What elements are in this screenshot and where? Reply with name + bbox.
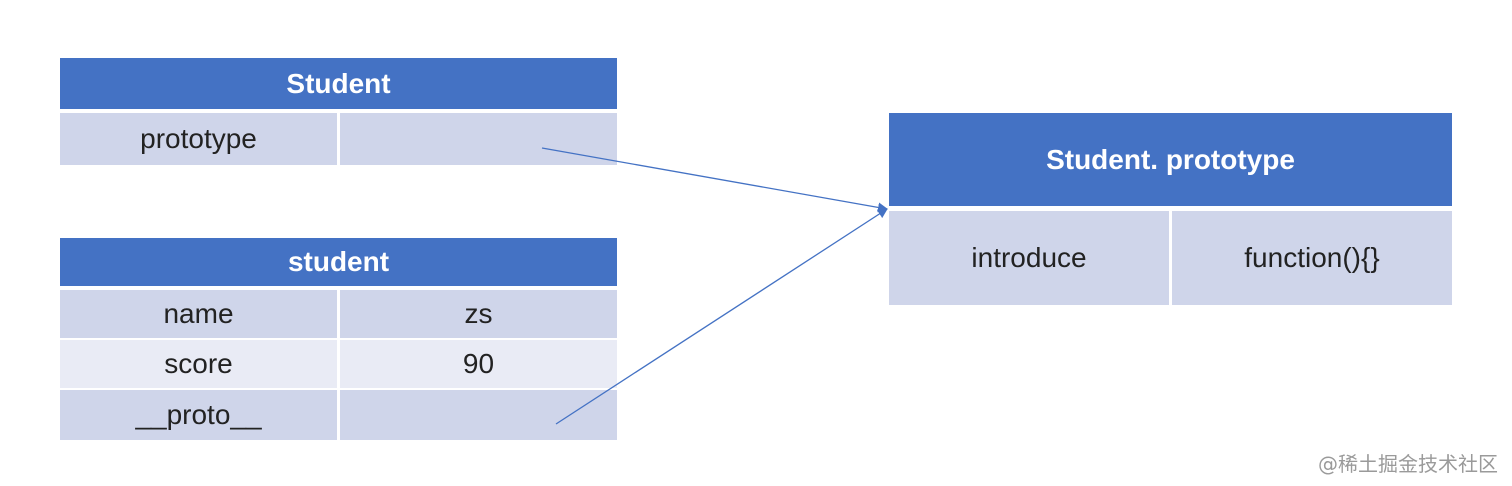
student-instance-proto-key: __proto__ xyxy=(60,390,337,440)
student-prototype-introduce-value: function(){} xyxy=(1172,211,1452,305)
student-constructor-table: Student prototype xyxy=(60,58,617,165)
student-constructor-prototype-key: prototype xyxy=(60,113,337,165)
student-constructor-title: Student xyxy=(60,58,617,109)
student-instance-title: student xyxy=(60,238,617,286)
student-prototype-introduce-key: introduce xyxy=(889,211,1169,305)
student-instance-score-key: score xyxy=(60,340,337,388)
watermark-text: @稀土掘金技术社区 xyxy=(1318,452,1498,476)
student-prototype-title: Student. prototype xyxy=(889,113,1452,206)
student-instance-score-value: 90 xyxy=(340,340,617,388)
prototype-arrow xyxy=(541,147,888,213)
student-instance-name-key: name xyxy=(60,290,337,338)
student-constructor-prototype-value xyxy=(340,113,617,165)
student-instance-table: student name zs score 90 __proto__ xyxy=(60,238,617,440)
student-instance-name-value: zs xyxy=(340,290,617,338)
student-prototype-table: Student. prototype introduce function(){… xyxy=(889,113,1452,305)
proto-arrow xyxy=(555,208,888,425)
